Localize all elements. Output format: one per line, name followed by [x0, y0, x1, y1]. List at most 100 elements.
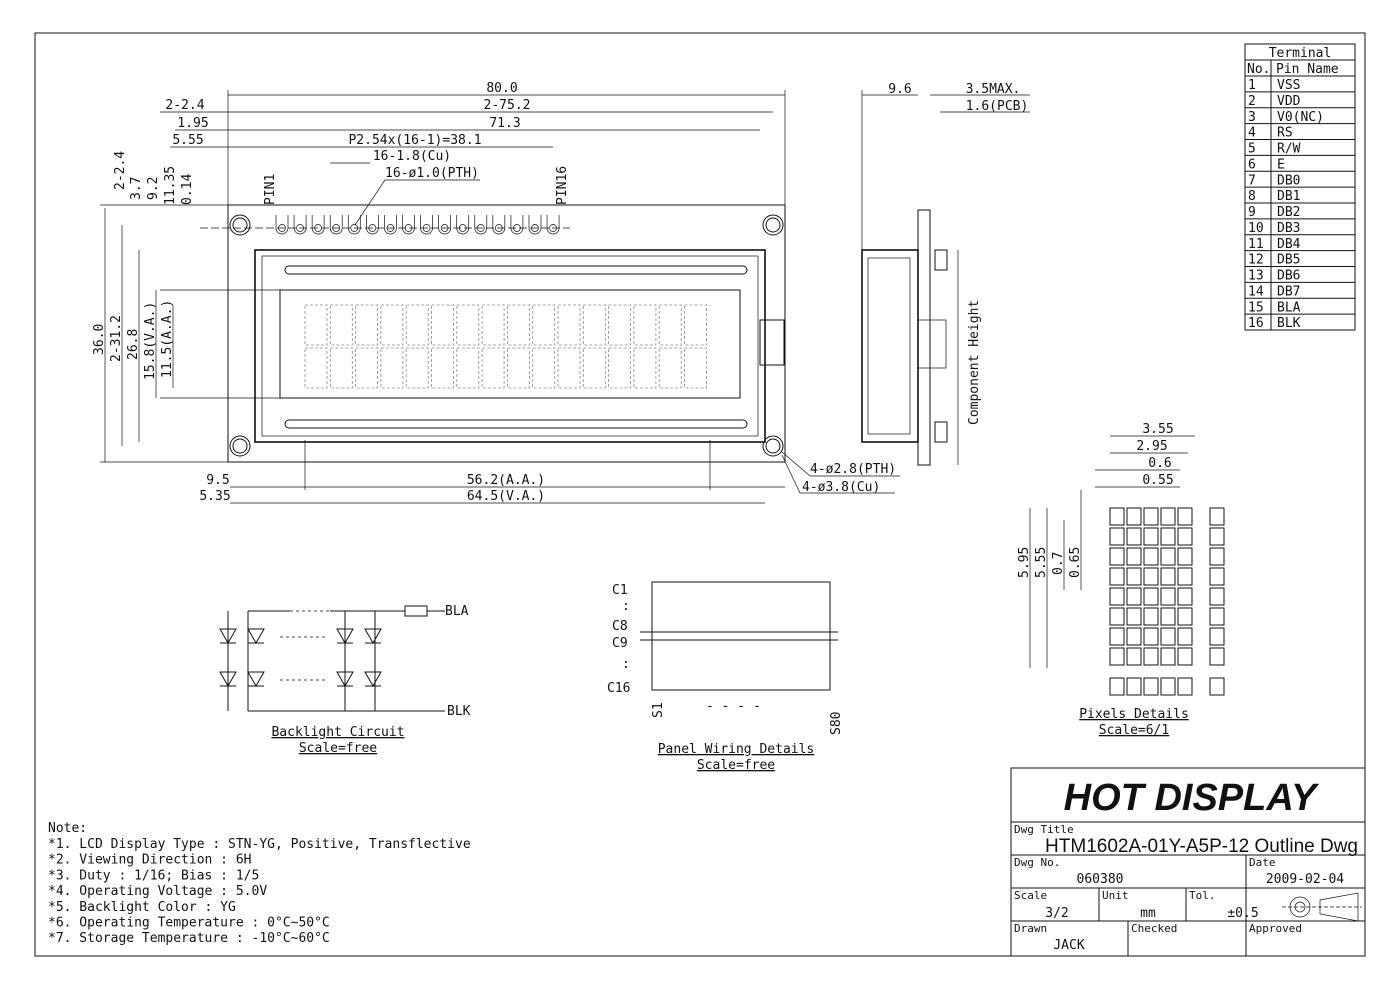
character-cell: [481, 304, 505, 346]
field-label: Dwg Title: [1014, 823, 1074, 836]
terminal-pin-no: 4: [1248, 126, 1256, 141]
panel-label: C1: [612, 583, 628, 598]
character-cell: [532, 347, 556, 389]
terminal-pin-no: 7: [1248, 173, 1256, 188]
terminal-pin-name: DB0: [1277, 173, 1300, 188]
terminal-pin-name: DB2: [1277, 205, 1300, 220]
pixel: [1109, 507, 1125, 526]
pixel: [1160, 677, 1176, 696]
dim-pin-pitch: P2.54x(16-1)=38.1: [348, 133, 481, 148]
character-cell: [405, 304, 429, 346]
terminal-pin-name: DB5: [1277, 253, 1300, 268]
character-cells: [304, 304, 707, 389]
character-cell: [481, 347, 505, 389]
character-cell: [405, 347, 429, 389]
dim-label: 26.8: [126, 329, 141, 360]
pcb-outline: [227, 204, 786, 463]
led-icon: [247, 628, 265, 645]
pixel: [1126, 627, 1142, 646]
pixel: [1143, 647, 1159, 666]
pcb-edge: [917, 209, 931, 466]
panel-label: :: [622, 657, 630, 672]
character-cell: [582, 304, 606, 346]
led-icon: [364, 671, 382, 688]
terminal-pin-no: 3: [1248, 110, 1256, 125]
dim-label: 1.95: [177, 116, 208, 131]
dim-label: 2-2.4: [165, 98, 204, 113]
terminal-col-no: No.: [1247, 62, 1270, 77]
terminal-pin-name: DB4: [1277, 237, 1301, 252]
component-height-label: Component Height: [967, 300, 982, 425]
pixel: [1160, 607, 1176, 626]
pixel: [1109, 677, 1125, 696]
notes-heading: Note:: [48, 821, 87, 836]
terminal-pin-name: V0(NC): [1277, 110, 1324, 125]
pixel: [1126, 607, 1142, 626]
terminal-pin-no: 14: [1248, 284, 1264, 299]
dim-label: 11.5(A.A.): [160, 300, 175, 378]
dim-label: 0.65: [1068, 547, 1083, 578]
pixel: [1160, 527, 1176, 546]
dim-label: 3.55: [1142, 422, 1173, 437]
pixel: [1126, 547, 1142, 566]
mounting-hole: [229, 214, 251, 236]
pixel: [1177, 547, 1193, 566]
pixel: [1126, 587, 1142, 606]
dim-pad: 16-1.8(Cu): [373, 149, 451, 164]
character-cell: [329, 304, 353, 346]
pixel: [1109, 547, 1125, 566]
character-cell: [380, 347, 404, 389]
pixel: [1177, 567, 1193, 586]
character-cell: [355, 347, 379, 389]
panel-title: Panel Wiring Details: [658, 742, 815, 757]
terminal-pin-no: 5: [1248, 142, 1256, 157]
pixel: [1160, 547, 1176, 566]
pixel: [1143, 547, 1159, 566]
field-label: Unit: [1102, 889, 1129, 902]
dim-label: 5.55: [172, 133, 203, 148]
blk-label: BLK: [447, 704, 471, 719]
pixel: [1143, 507, 1159, 526]
dim-label: 9.2: [146, 177, 161, 200]
dim-label: 3.7: [129, 177, 144, 200]
dim-label: 0.55: [1142, 473, 1173, 488]
terminal-pin-name: BLA: [1277, 300, 1301, 315]
side-view: 9.6 3.5MAX. 1.6(PCB) Component Height: [861, 82, 1030, 466]
drawing-date: 2009-02-04: [1266, 872, 1344, 887]
dim-pin-hole: 16-ø1.0(PTH): [385, 166, 479, 181]
backlight-circuit: BLA BLK Backlight Circuit Scale=free: [219, 604, 471, 756]
pin16-label: PIN16: [555, 166, 570, 205]
terminal-col-name: Pin Name: [1276, 62, 1339, 77]
dim-label: 0.7: [1051, 552, 1066, 575]
terminal-pin-no: 6: [1248, 157, 1256, 172]
lcd-bezel: [254, 249, 766, 443]
character-cell: [431, 347, 454, 389]
terminal-pin-name: DB3: [1277, 221, 1300, 236]
terminal-pin-name: BLK: [1277, 316, 1301, 331]
pixel: [1109, 587, 1125, 606]
pixel: [1177, 507, 1193, 526]
company-name: HOT DISPLAY: [1064, 777, 1320, 819]
terminal-pin-no: 9: [1248, 205, 1256, 220]
pixel: [1209, 547, 1225, 566]
notes: Note: *1. LCD Display Type : STN-YG, Pos…: [48, 821, 471, 946]
dim-label: 2-2.4: [113, 151, 128, 190]
pixel: [1160, 567, 1176, 586]
terminal-pin-no: 1: [1248, 78, 1256, 93]
terminal-pin-no: 10: [1248, 221, 1264, 236]
character-cell: [608, 347, 631, 389]
dim-label: 9.6: [888, 82, 911, 97]
panel-wiring: C1 : C8 C9 : C16 S1 - - - - S80 Panel Wi…: [607, 581, 844, 773]
note-item: *4. Operating Voltage : 5.0V: [48, 884, 267, 899]
dim-label: 1.6(PCB): [966, 99, 1029, 114]
pixel: [1143, 567, 1159, 586]
panel-label: S80: [829, 712, 844, 735]
pixel: [1109, 607, 1125, 626]
dim-label: 36.0: [92, 324, 107, 355]
panel-label: :: [622, 599, 630, 614]
pixel: [1177, 677, 1193, 696]
pixel: [1209, 527, 1225, 546]
pixel: [1126, 527, 1142, 546]
panel-label: S1: [651, 702, 666, 718]
